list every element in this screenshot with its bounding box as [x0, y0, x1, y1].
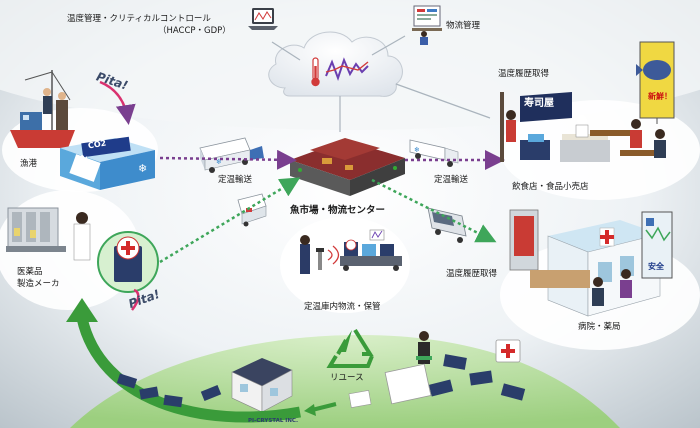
sushi-sign-text: 寿司屋: [524, 98, 554, 109]
temp-mgmt-label: 温度管理・クリティカルコントロール: [67, 14, 211, 24]
company-logo: PI-CRYSTAL INC.: [248, 418, 299, 424]
fresh-sign-text: 新鮮！: [648, 92, 672, 101]
logistics-label: 物流管理: [446, 21, 481, 31]
transport-right-label: 定温輸送: [434, 175, 469, 185]
haccp-gdp-label: （HACCP・GDP）: [158, 26, 231, 36]
flow-market-to-hospital: [371, 178, 497, 243]
storage-label: 定温庫内物流・保管: [304, 302, 381, 312]
flow-port-to-market: [159, 149, 297, 170]
reuse-worker: [348, 331, 432, 408]
reuse-return-arrow: [76, 316, 301, 423]
pharma-label-2: 製造メーカ: [17, 279, 60, 289]
pharma-label-1: 医薬品: [17, 267, 43, 277]
logistics-monitor-icon: [412, 5, 442, 45]
temp-history-mid-label: 温度履歴取得: [446, 269, 498, 279]
sushi-restaurant: [500, 92, 666, 162]
medicine-package-icon: [97, 231, 159, 293]
safe-sign-text: 安全: [648, 262, 664, 271]
fresh-fish-sign: [636, 41, 675, 124]
fishing-port-label: 漁港: [20, 159, 38, 169]
safe-sign: [641, 211, 673, 279]
delivery-van-right: [427, 207, 467, 243]
market-building: [290, 138, 405, 196]
pita-arrow-port: [99, 80, 136, 125]
fishing-boat: [10, 70, 75, 148]
flow-pharma-to-market: [159, 177, 301, 264]
pharma-factory: [6, 207, 91, 261]
reuse-small-arrow: [311, 402, 337, 412]
hospital-building: [509, 209, 661, 317]
cloud-link-left: [271, 41, 301, 61]
reuse-ground: [70, 335, 620, 428]
reuse-house: [231, 358, 293, 413]
reuse-label: リユース: [330, 373, 364, 383]
reuse-small-arrowhead: [304, 404, 316, 416]
co2-cooler-box: ❄: [60, 136, 155, 190]
laptop-icon: [248, 8, 278, 30]
restaurant-label: 飲食店・食品小売店: [512, 182, 589, 192]
temp-history-top-label: 温度履歴取得: [498, 69, 550, 79]
svg-text:❄: ❄: [138, 162, 147, 175]
svg-text:❄: ❄: [216, 158, 222, 166]
storage-scene: [300, 229, 402, 274]
pita-arrow-pharma: [131, 288, 140, 311]
cloud-link-right: [371, 35, 406, 56]
reefer-truck-left: ❄: [199, 137, 264, 173]
svg-text:❄: ❄: [414, 146, 420, 154]
market-label: 魚市場・物流センター: [290, 205, 386, 216]
delivery-van-left: [237, 193, 267, 227]
reused-tags: [116, 354, 526, 408]
transport-left-label: 定温輸送: [218, 175, 253, 185]
cloud-link-east: [395, 83, 491, 119]
reuse-arrowhead: [66, 298, 98, 322]
hospital-label: 病院・薬局: [578, 322, 621, 332]
medicine-bag-reuse: [495, 339, 521, 363]
recycle-icon: [326, 328, 374, 368]
cloud-icon: [268, 31, 403, 97]
